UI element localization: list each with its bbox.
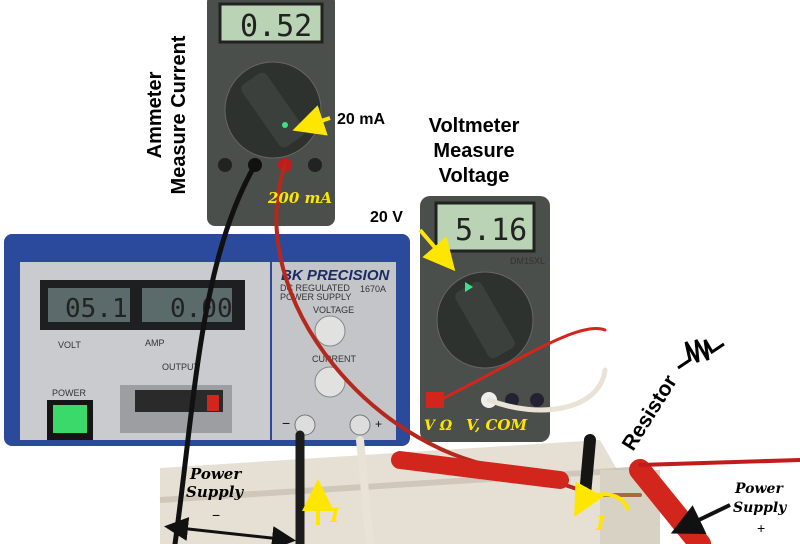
- ammeter-port-label: 200 mA: [267, 189, 332, 207]
- ps-power-label: POWER: [52, 388, 87, 398]
- ps-minus-label-1: Power: [189, 465, 242, 483]
- ammeter-title-2: Measure Current: [168, 35, 190, 194]
- ps-volt-label: VOLT: [58, 340, 81, 350]
- current-arrow-curved-icon: [574, 481, 630, 518]
- ps-minus-label-2: Supply: [186, 483, 244, 501]
- ps-subtitle-2: POWER SUPPLY: [280, 292, 351, 302]
- ps-output-label: OUTPUT: [162, 362, 200, 372]
- ps-voltage-label: VOLTAGE: [313, 305, 354, 315]
- voltmeter-port-right: V, COM: [466, 416, 527, 434]
- resistor-label: Resistor: [618, 371, 682, 454]
- voltmeter-port-left: V Ω: [424, 418, 453, 434]
- voltmeter-title-2: Measure: [433, 140, 514, 162]
- ammeter-title-1: Ammeter: [144, 71, 166, 158]
- ps-amp-label: AMP: [145, 338, 165, 348]
- ps-model: 1670A: [360, 284, 386, 294]
- ps-minus-sign: −: [212, 507, 220, 523]
- voltmeter-title-3: Voltage: [439, 165, 510, 187]
- voltmeter-model: DM15XL: [510, 256, 545, 266]
- voltage-knob[interactable]: [314, 315, 346, 347]
- ammeter-range-label: 20 mA: [337, 111, 385, 128]
- ps-current-label: CURRENT: [312, 354, 357, 364]
- voltmeter: 5.16 DM15XL: [420, 196, 550, 442]
- resistor-symbol-icon: [677, 339, 725, 370]
- ps-amp-display: 0.00: [170, 294, 233, 324]
- ps-plus-sign: +: [757, 520, 765, 536]
- power-supply: 05.1 0.00 VOLT AMP OUTPUT POWER BK PRECI…: [4, 234, 410, 446]
- ps-plus: +: [375, 417, 382, 431]
- positive-terminal[interactable]: [349, 414, 371, 436]
- ammeter: 0.52: [207, 0, 335, 226]
- ps-plus-label-2: Supply: [733, 500, 787, 516]
- ps-plus-label-1: Power: [734, 481, 784, 497]
- current-label-right: I: [595, 511, 606, 535]
- current-label-left: I: [329, 503, 340, 527]
- voltmeter-title-1: Voltmeter: [429, 115, 520, 137]
- ps-volt-display: 05.1: [65, 294, 128, 324]
- negative-terminal[interactable]: [294, 414, 316, 436]
- ps-minus: −: [282, 415, 290, 431]
- current-knob[interactable]: [314, 366, 346, 398]
- ammeter-reading: 0.52: [240, 9, 312, 44]
- voltmeter-reading: 5.16: [455, 213, 527, 248]
- ps-subtitle-1: DC REGULATED: [280, 283, 350, 293]
- ps-brand: BK PRECISION: [281, 267, 391, 284]
- voltmeter-range-label: 20 V: [370, 209, 403, 226]
